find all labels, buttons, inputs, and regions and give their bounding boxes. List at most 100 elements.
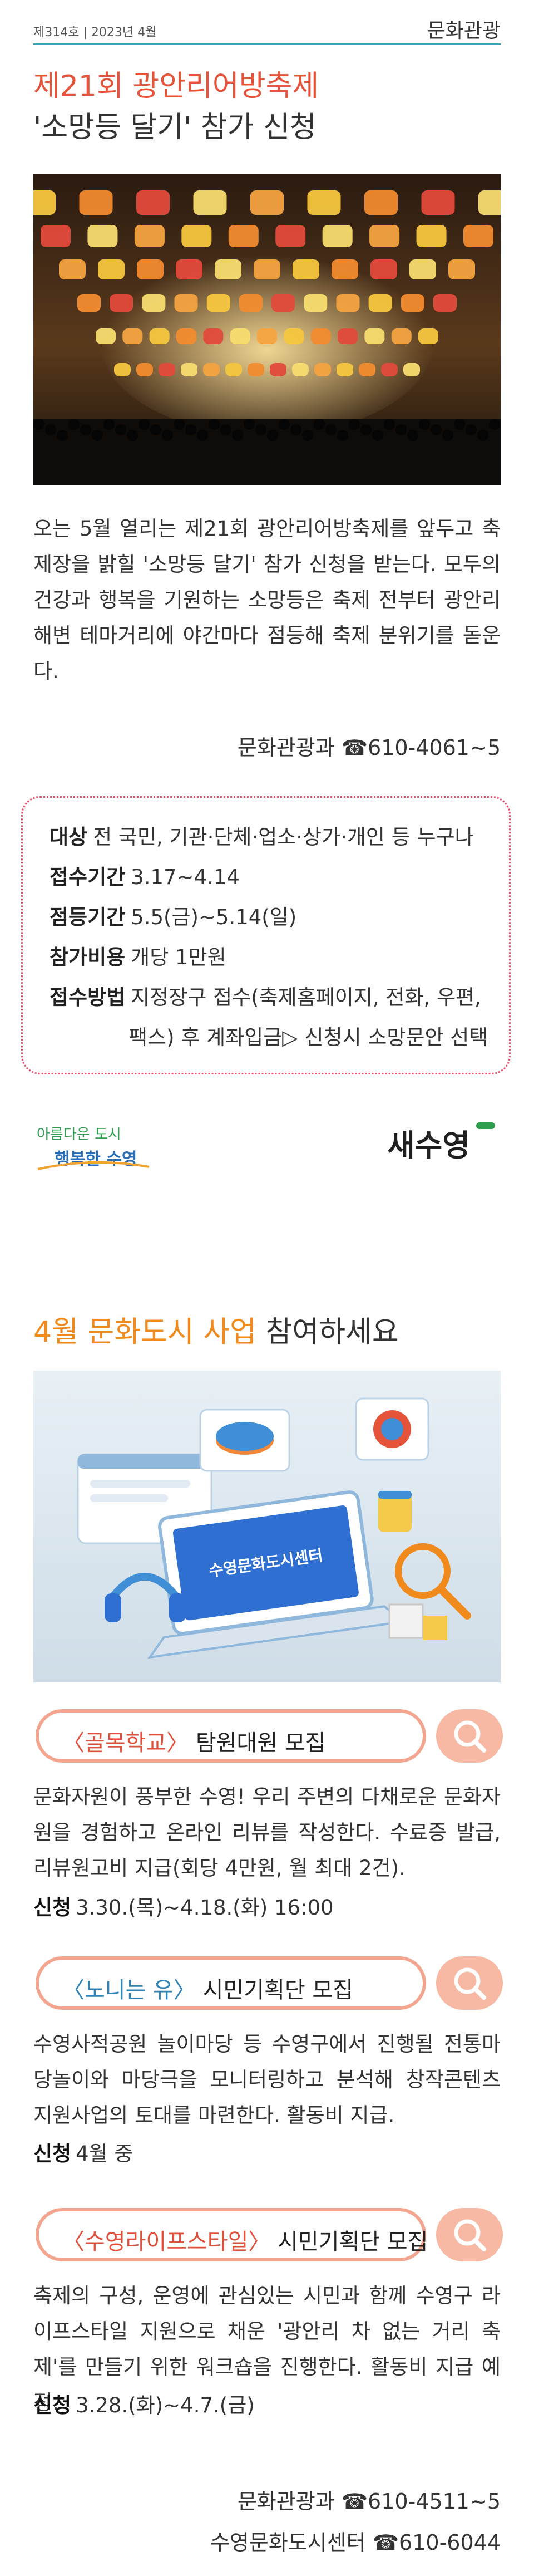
crowd-head bbox=[431, 424, 442, 435]
lantern bbox=[364, 328, 385, 344]
crowd-head bbox=[384, 419, 395, 430]
lantern bbox=[59, 259, 86, 279]
issue-number: 제314호 | 2023년 4월 bbox=[33, 26, 157, 40]
program1-tag: 〈골목학교〉 bbox=[62, 1730, 189, 1756]
program1-name: 탐원대원 모집 bbox=[189, 1730, 326, 1756]
article2-title: 4월 문화도시 사업 참여하세요 bbox=[33, 1316, 399, 1349]
program3-body: 축제의 구성, 운영에 관심있는 시민과 함께 수영구 라이프스타일 지원으로 … bbox=[33, 2284, 501, 2415]
program1-search-button[interactable] bbox=[436, 1709, 503, 1763]
crowd-head bbox=[395, 424, 407, 435]
program2-search-button[interactable] bbox=[436, 1956, 503, 2010]
crowd-head bbox=[267, 430, 278, 441]
crowd-head bbox=[92, 430, 103, 441]
lantern bbox=[336, 294, 360, 312]
lantern bbox=[41, 225, 71, 247]
lantern bbox=[421, 190, 455, 215]
lantern bbox=[159, 363, 175, 376]
lantern bbox=[391, 328, 412, 344]
lantern bbox=[304, 294, 328, 312]
suyeong-slogan-logo: 아름다운 도시 행복한 수영 bbox=[32, 1113, 155, 1175]
crowd-head bbox=[477, 430, 488, 441]
lantern bbox=[142, 294, 166, 312]
article1-title-line1: 제21회 광안리어방축제 bbox=[33, 70, 319, 103]
lantern bbox=[122, 328, 143, 344]
new-suyeong-logo: 새수영 bbox=[383, 1119, 500, 1169]
article1-title-line2: '소망등 달기' 참가 신청 bbox=[33, 111, 317, 144]
info-method-continued: 팩스) 후 계좌입금▷ 신청시 소망문안 선택 bbox=[128, 1026, 488, 1049]
program1-body: 문화자원이 풍부한 수영! 우리 주변의 다채로운 문화자원을 경험하고 온라인… bbox=[33, 1785, 501, 1880]
crowd-head bbox=[325, 424, 337, 435]
program3-title-pill[interactable]: 〈수영라이프스타일〉 시민기획단 모집 bbox=[36, 2208, 428, 2261]
lantern bbox=[206, 294, 230, 312]
crowd-head bbox=[489, 419, 500, 430]
lantern bbox=[176, 328, 196, 344]
crowd-head bbox=[314, 419, 325, 430]
crowd-head bbox=[68, 419, 80, 430]
lantern bbox=[77, 294, 101, 312]
crowd-head bbox=[57, 430, 68, 441]
article1-body: 오는 5월 열리는 제21회 광안리어방축제를 앞두고 축제장을 밝힐 '소망등… bbox=[33, 517, 501, 683]
lantern bbox=[96, 328, 116, 344]
lantern bbox=[275, 225, 306, 247]
lantern bbox=[370, 259, 397, 279]
lantern bbox=[310, 328, 331, 344]
search-icon bbox=[454, 1967, 486, 2000]
lantern bbox=[337, 363, 353, 376]
lantern bbox=[230, 328, 250, 344]
lantern bbox=[33, 190, 56, 215]
crowd-head bbox=[419, 419, 430, 430]
crowd-head bbox=[360, 424, 372, 435]
slogan-logo-graphic: 아름다운 도시 행복한 수영 bbox=[37, 1126, 150, 1170]
program2-title-pill[interactable]: 〈노니는 유〉 시민기획단 모집 bbox=[36, 1956, 426, 2010]
lantern bbox=[403, 363, 420, 376]
lantern bbox=[314, 363, 331, 376]
lantern bbox=[174, 294, 198, 312]
lantern bbox=[79, 190, 113, 215]
lantern bbox=[293, 259, 319, 279]
crowd-head bbox=[255, 424, 266, 435]
crowd-head bbox=[150, 424, 161, 435]
svg-text:새수영: 새수영 bbox=[387, 1128, 470, 1163]
lantern bbox=[292, 363, 309, 376]
crowd-head bbox=[337, 430, 348, 441]
crowd-head bbox=[244, 419, 255, 430]
crowd-head bbox=[162, 430, 173, 441]
program3-tag: 〈수영라이프스타일〉 bbox=[62, 2229, 271, 2255]
lantern bbox=[338, 328, 358, 344]
lantern bbox=[322, 225, 353, 247]
lantern bbox=[254, 259, 280, 279]
lantern bbox=[181, 363, 197, 376]
program1-title-pill[interactable]: 〈골목학교〉 탐원대원 모집 bbox=[36, 1709, 426, 1763]
lantern-festival-photo bbox=[33, 174, 501, 485]
lantern bbox=[478, 190, 501, 215]
lantern bbox=[98, 259, 125, 279]
lantern bbox=[149, 328, 170, 344]
lantern bbox=[176, 259, 202, 279]
program3-name: 시민기획단 모집 bbox=[270, 2229, 428, 2255]
crowd-head bbox=[290, 424, 301, 435]
lantern bbox=[418, 328, 438, 344]
lantern bbox=[225, 363, 242, 376]
program3-search-button[interactable] bbox=[436, 2208, 503, 2261]
program2-tag: 〈노니는 유〉 bbox=[62, 1978, 196, 2003]
crowd-head bbox=[103, 419, 115, 430]
search-icon bbox=[454, 1720, 486, 1753]
crowd-head bbox=[349, 419, 360, 430]
program2-name: 시민기획단 모집 bbox=[195, 1978, 353, 2003]
laptop-illustration: 수영문화도시센터 bbox=[33, 1371, 501, 1682]
crowd-head bbox=[80, 424, 91, 435]
crowd-head bbox=[127, 430, 138, 441]
lantern bbox=[332, 259, 358, 279]
program2-body: 수영사적공원 놀이마당 등 수영구에서 진행될 전통마당놀이와 마당극을 모니터… bbox=[33, 2032, 501, 2127]
lantern bbox=[448, 259, 475, 279]
crowd-head bbox=[442, 430, 453, 441]
crowd-head bbox=[115, 424, 126, 435]
